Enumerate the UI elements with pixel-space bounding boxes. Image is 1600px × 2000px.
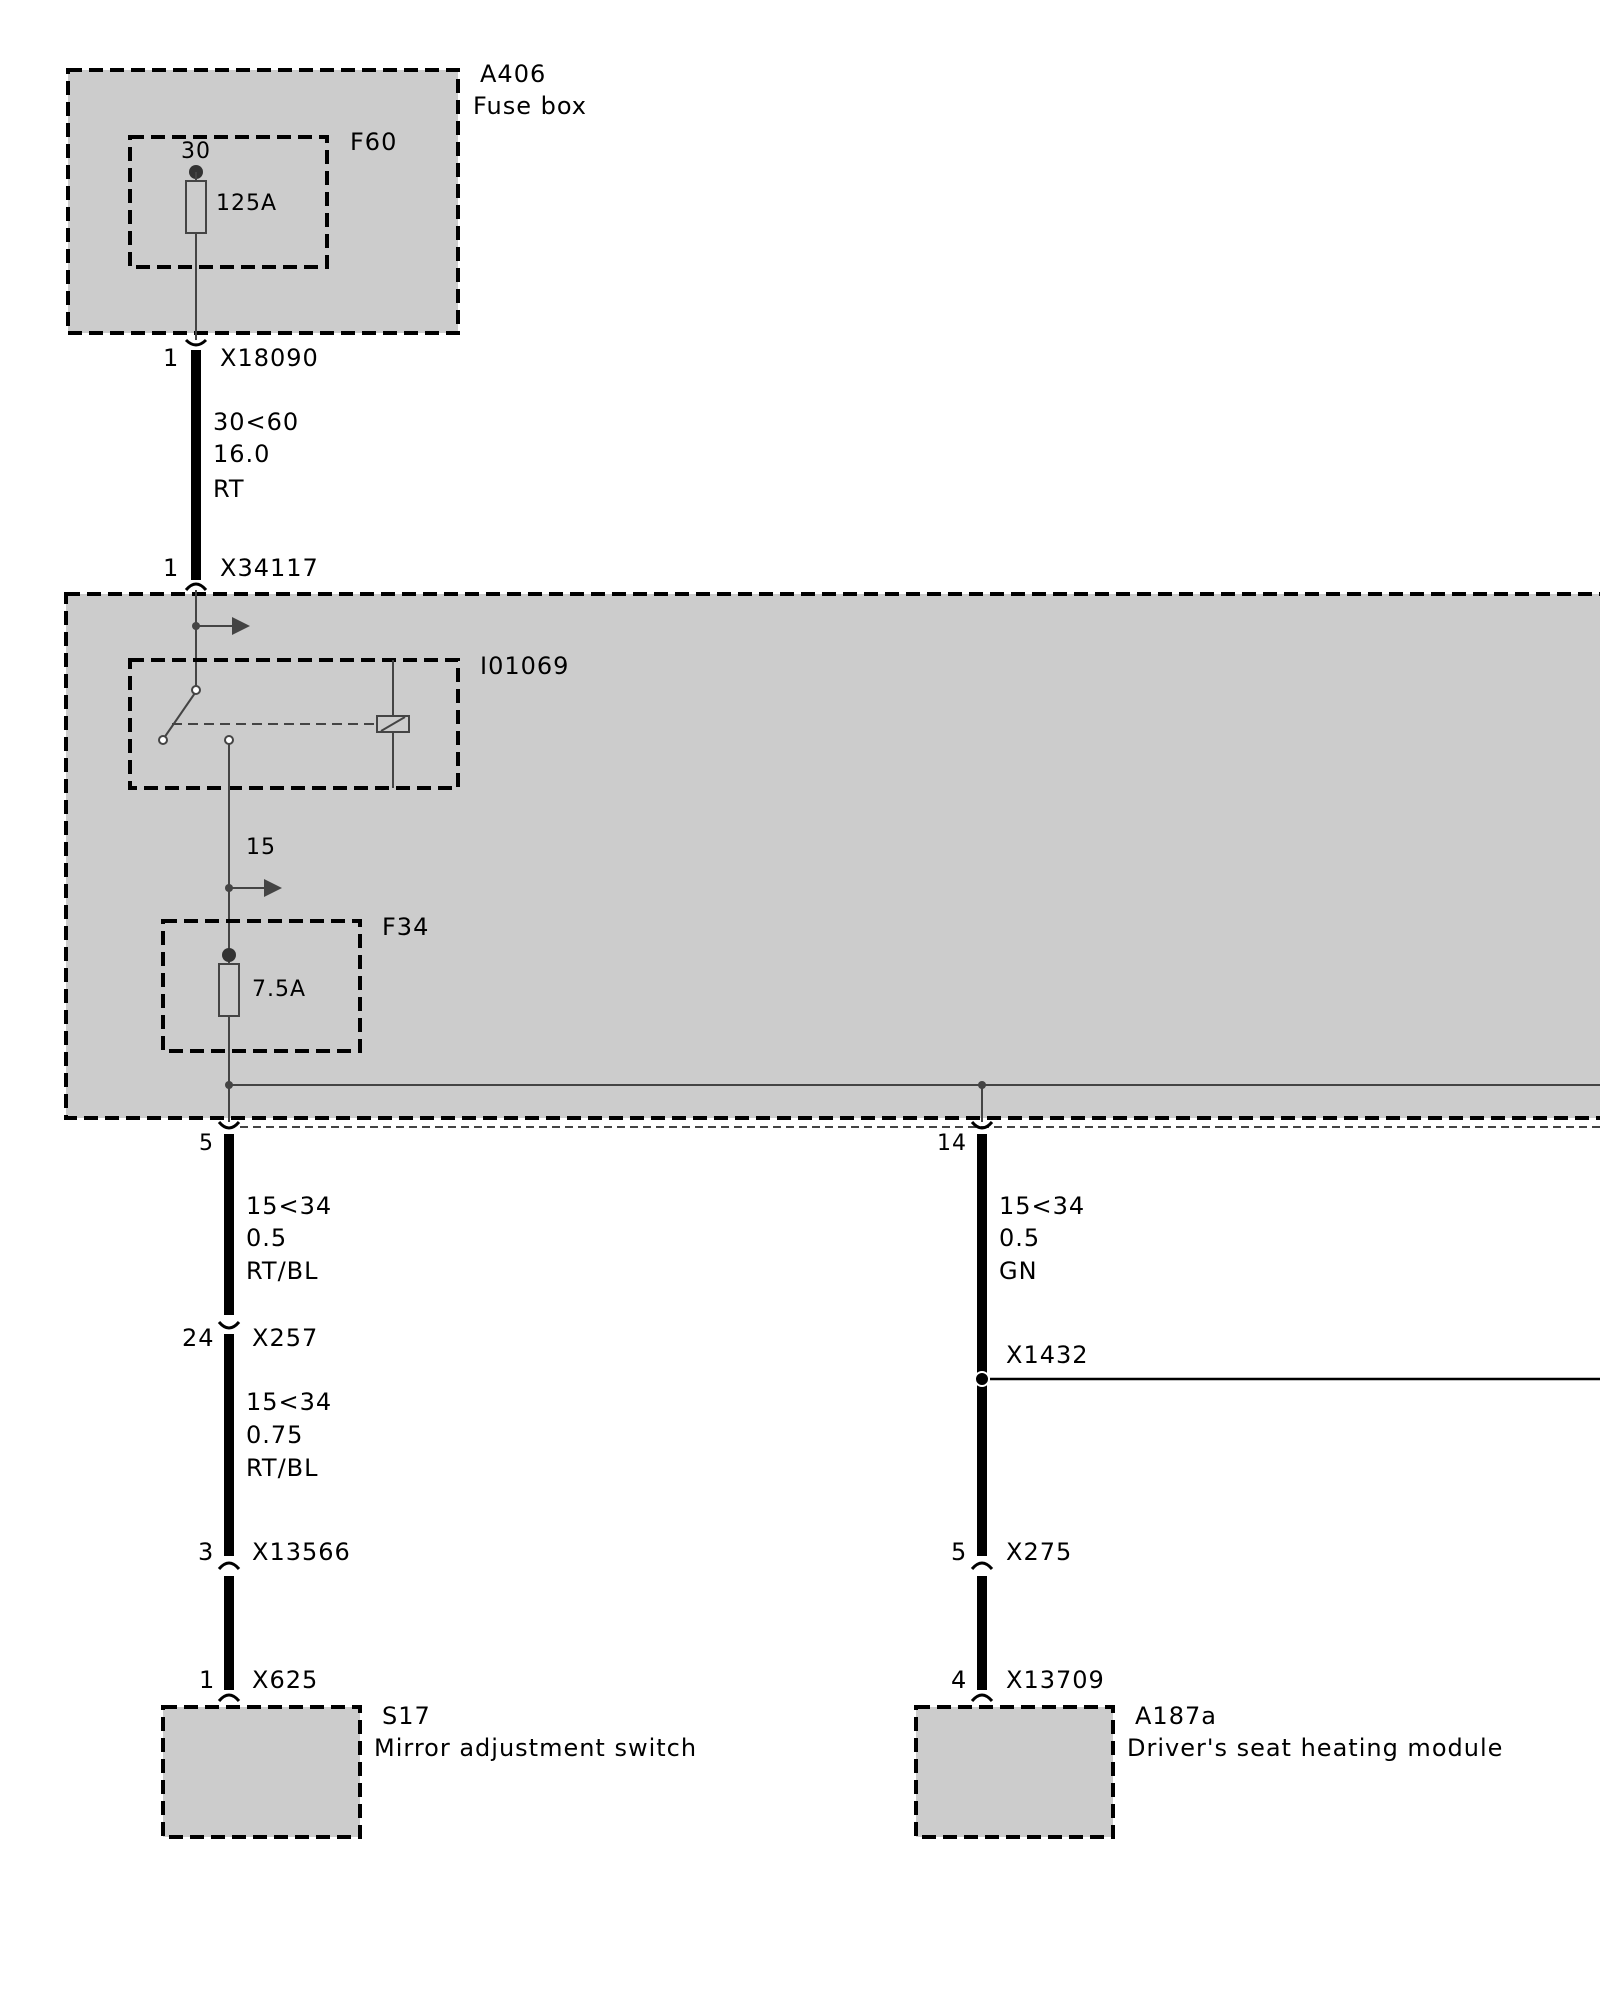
connector-x625-id: X625 [252, 1666, 318, 1694]
relay-outline [128, 658, 460, 790]
connector-x257-id: X257 [252, 1324, 318, 1352]
fuse-f60-rating: 125A [216, 191, 277, 216]
wire-w3-color: RT/BL [246, 1454, 319, 1482]
fuse-box-name: Fuse box [473, 92, 587, 120]
connector-x34117-symbol [184, 582, 208, 592]
splice-x1432-id: X1432 [1006, 1341, 1089, 1369]
switch-s17-name: Mirror adjustment switch [374, 1734, 697, 1762]
bus-junction-left [225, 1081, 233, 1089]
connector-out14-pin: 14 [937, 1131, 967, 1156]
terminal-15-label: 15 [246, 835, 276, 860]
connector-x275-symbol [970, 1561, 994, 1571]
fuse-box-outline [66, 68, 460, 335]
relay-contact-no [224, 735, 234, 745]
connector-x625-pin: 1 [199, 1666, 215, 1694]
connector-x34117-pin: 1 [163, 554, 179, 582]
connector-x13566-symbol [217, 1561, 241, 1571]
fuse-f34-outline [161, 919, 362, 1053]
module-a187a-name: Driver's seat heating module [1127, 1734, 1503, 1762]
connector-x18090-pin: 1 [163, 344, 179, 372]
fuse-f34-id: F34 [382, 913, 429, 941]
wire-w2-gauge: 0.5 [246, 1224, 287, 1252]
wire-branch-right: 14 15<34 0.5 GN X1432 5 X275 4 X13709 A1… [914, 1120, 1600, 1839]
module-a187a-box [914, 1705, 1115, 1839]
relay-id: I01069 [480, 652, 569, 680]
relay-contact-common [191, 685, 201, 695]
wire-w1: 1 X18090 30<60 16.0 RT 1 X34117 [163, 338, 319, 592]
connector-x275-pin: 5 [951, 1538, 967, 1566]
connector-x257-symbol [217, 1320, 241, 1330]
wire-w1-circuit: 30<60 [213, 408, 299, 436]
connector-x257-pin: 24 [182, 1324, 215, 1352]
connector-x13566-id: X13566 [252, 1538, 351, 1566]
connector-out14-symbol [970, 1120, 994, 1130]
fuse-box-id: A406 [480, 60, 546, 88]
connector-x34117-id: X34117 [220, 554, 319, 582]
wire-w1-gauge: 16.0 [213, 440, 270, 468]
connector-x13709-symbol [970, 1693, 994, 1703]
module-a187a-id: A187a [1135, 1702, 1217, 1730]
relay-contact-nc [158, 735, 168, 745]
wire-w1-color: RT [213, 475, 245, 503]
distribution-module-outline [64, 592, 1600, 1120]
switch-s17-box [161, 1705, 362, 1839]
fuse-box-a406: A406 Fuse box F60 30 125A [66, 60, 587, 340]
connector-x13709-pin: 4 [951, 1666, 967, 1694]
wire-w2-color: RT/BL [246, 1257, 319, 1285]
fuse-f60-symbol [185, 180, 207, 234]
wire-branch-left: 5 15<34 0.5 RT/BL 24 X257 15<34 0.75 RT/… [161, 1120, 697, 1839]
wire-w4-color: GN [999, 1257, 1038, 1285]
connector-x13566-pin: 3 [198, 1538, 214, 1566]
fuse-f34-terminal-dot [222, 948, 236, 962]
wire-w4-gauge: 0.5 [999, 1224, 1040, 1252]
wire-w3-circuit: 15<34 [246, 1388, 332, 1416]
fuse-f34-rating: 7.5A [252, 977, 306, 1002]
wire-w3-gauge: 0.75 [246, 1421, 303, 1449]
fuse-f60-id: F60 [350, 128, 397, 156]
relay-coil-slash [380, 716, 406, 732]
fuse-f60-outline [128, 135, 329, 269]
fuse-f60-terminal: 30 [181, 139, 211, 164]
splice-x1432-dot [974, 1371, 990, 1387]
relay-switch-arm [163, 692, 196, 739]
connector-x13709-id: X13709 [1006, 1666, 1105, 1694]
connector-x625-symbol [217, 1693, 241, 1703]
fuse-f34-symbol [218, 963, 240, 1017]
connector-x18090-id: X18090 [220, 344, 319, 372]
feed-branch-arrow-icon [232, 617, 250, 635]
connector-out5-symbol [217, 1120, 241, 1130]
switch-s17-id: S17 [382, 1702, 431, 1730]
distribution-module: I01069 15 F34 7.5A [64, 590, 1600, 1122]
wire-w4-circuit: 15<34 [999, 1192, 1085, 1220]
terminal-15-branch-arrow-icon [264, 879, 282, 897]
connector-x275-id: X275 [1006, 1538, 1072, 1566]
wire-w2-circuit: 15<34 [246, 1192, 332, 1220]
connector-x18090-symbol [184, 338, 208, 347]
connector-out5-pin: 5 [199, 1131, 214, 1156]
